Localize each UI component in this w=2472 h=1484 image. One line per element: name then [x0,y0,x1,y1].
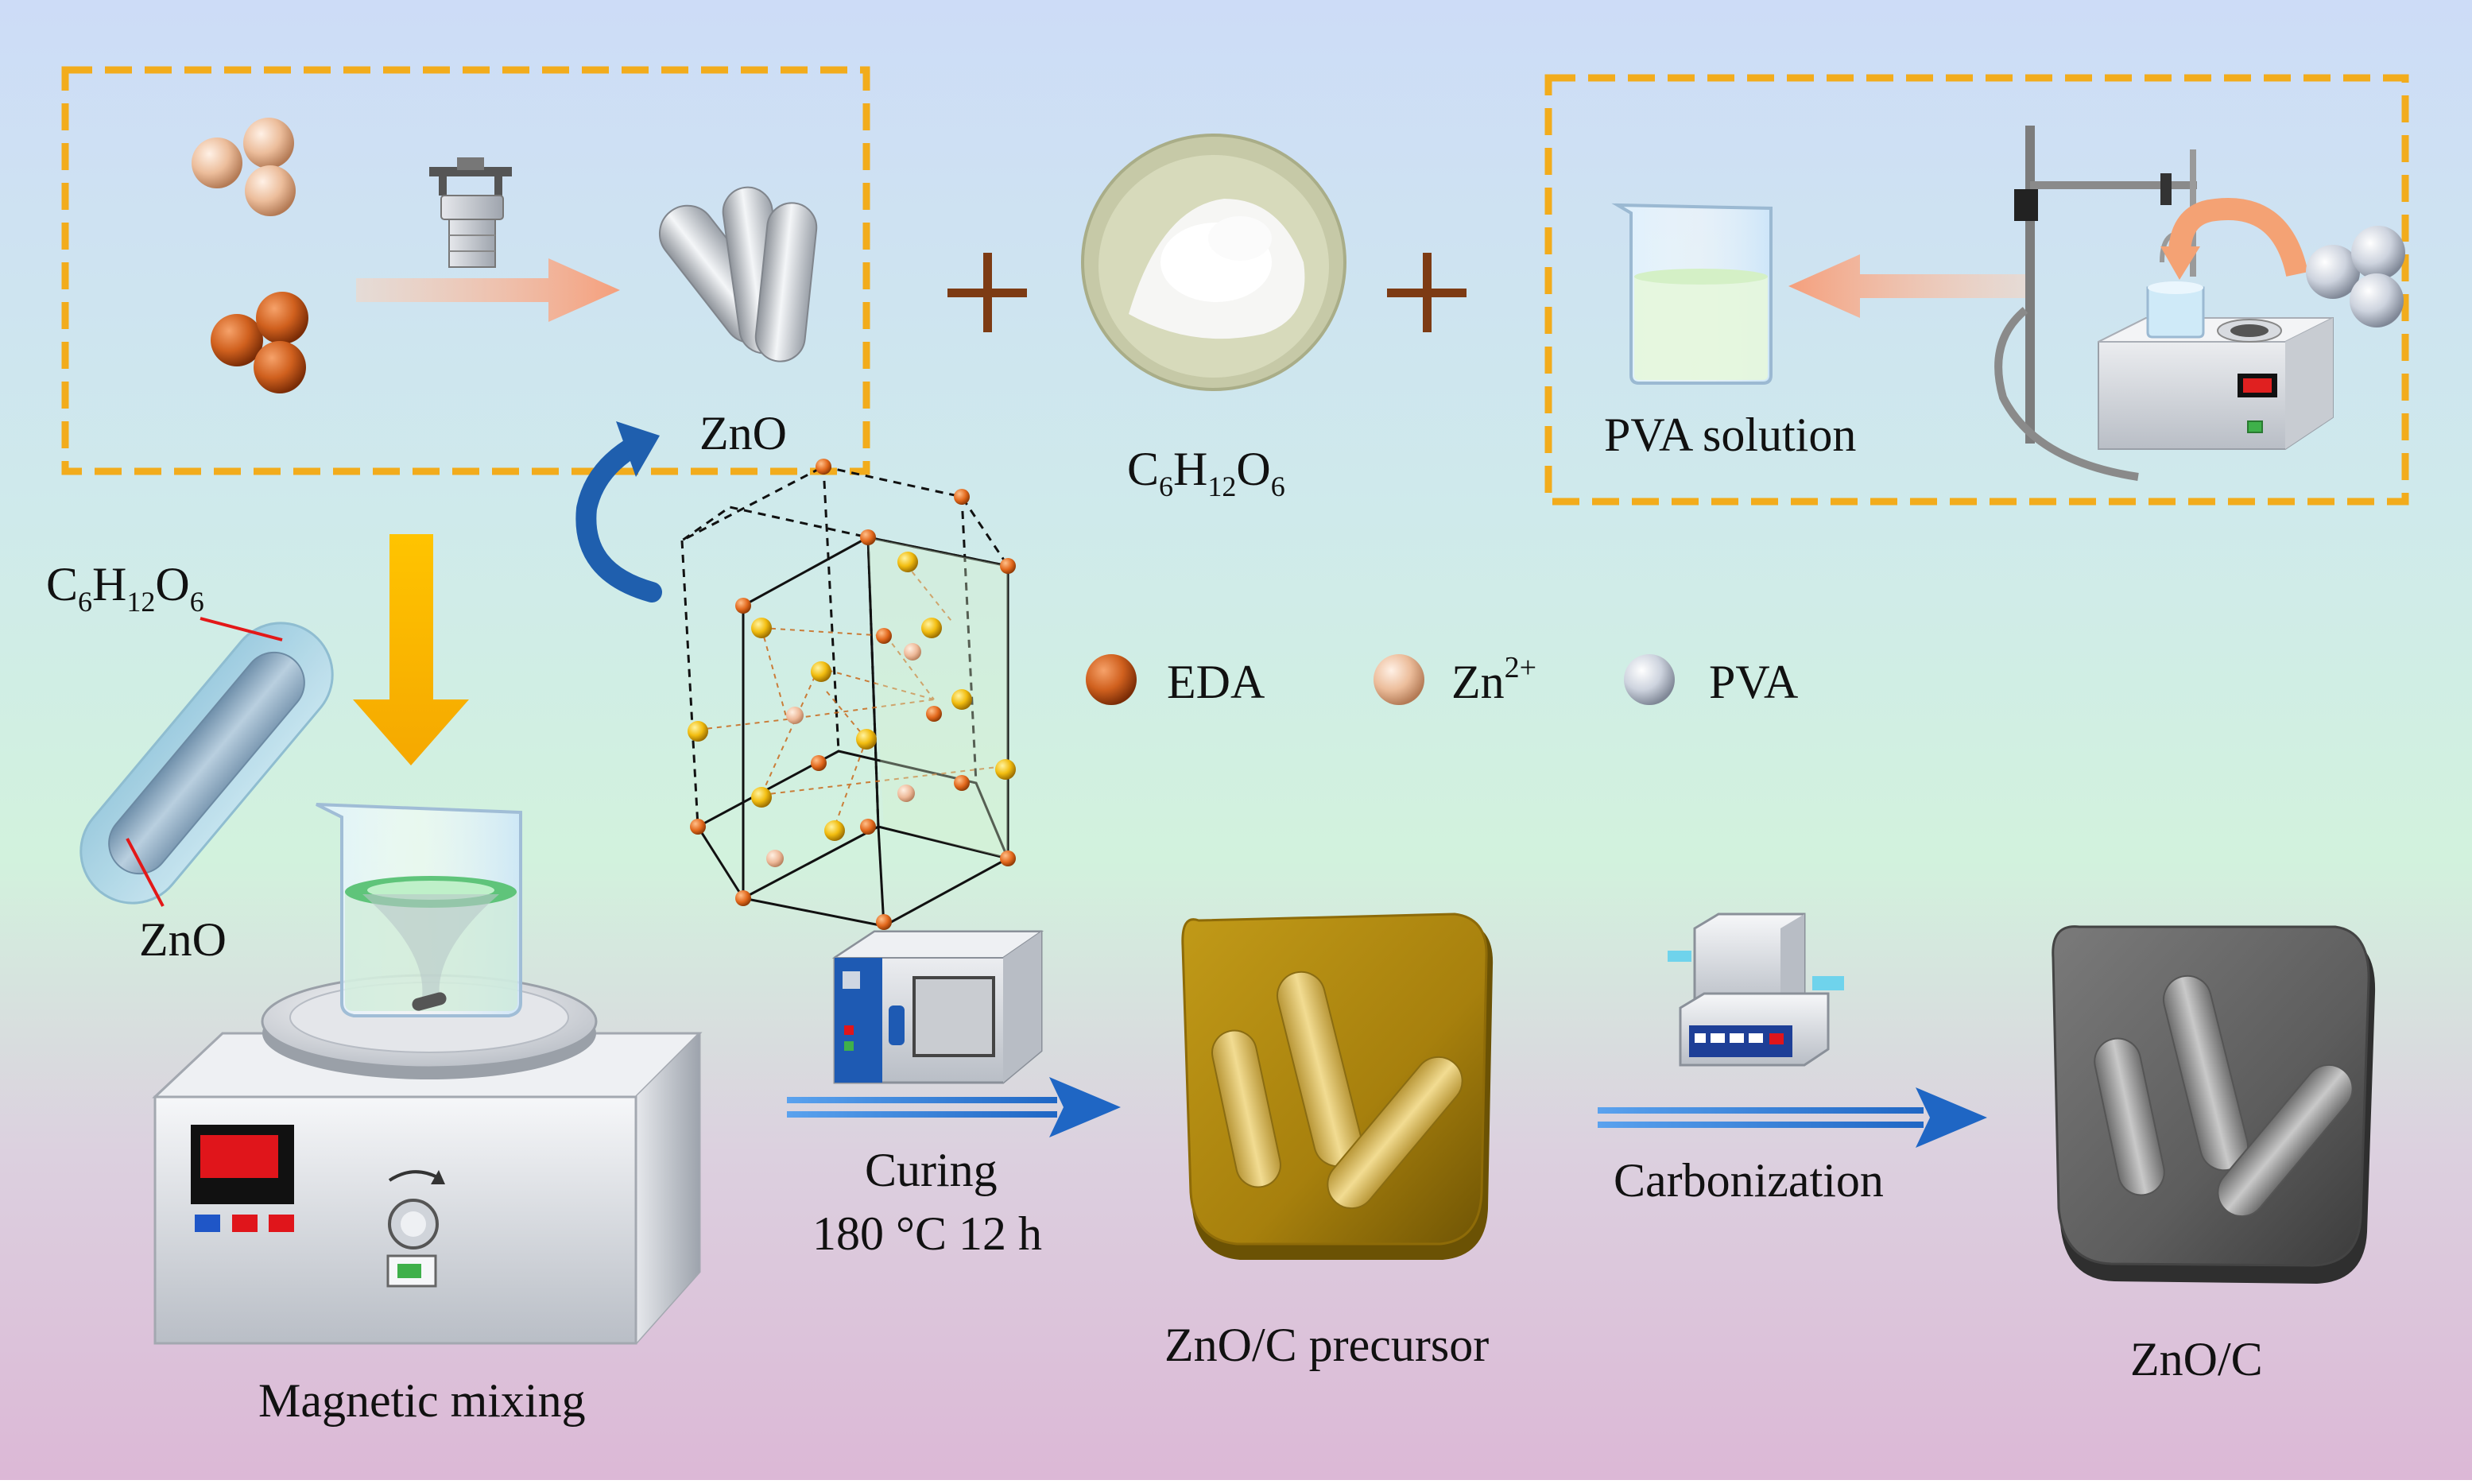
pva-solution-label: PVA solution [1604,409,1856,461]
plus-icon [947,253,1027,332]
legend-pva-swatch [1624,654,1675,705]
glucose-powder-dish [1081,134,1346,391]
legend: EDA Zn2+ PVA [1086,651,1798,708]
carbonization-arrow [1598,1087,1987,1148]
plus-icon [1387,253,1467,332]
zn-ion-cluster [192,118,296,216]
carbonization-label: Carbonization [1614,1154,1884,1207]
magnetic-stirrer-icon [152,803,703,1345]
autoclave-icon [429,157,512,268]
zno-label: ZnO [699,407,787,459]
precursor-block [1181,912,1494,1260]
hotplate-stirrer-apparatus [1994,126,2334,481]
rod-core-label: ZnO [139,913,227,966]
final-product-label: ZnO/C [2130,1333,2263,1385]
curing-conditions: 180 °C 12 h [812,1207,1042,1260]
curing-arrow [787,1077,1121,1137]
pva-arrow [1788,254,2031,318]
zno-synthesis-box [61,66,870,475]
tube-furnace-icon [1668,912,1844,1067]
zno-rods-icon [658,186,818,362]
legend-zn-swatch [1374,654,1424,705]
coated-rod-diagram [79,617,334,907]
legend-pva-label: PVA [1709,656,1798,708]
legend-zn-label: Zn2+ [1451,651,1536,708]
pva-beaker-icon [1611,203,1773,385]
precursor-label: ZnO/C precursor [1164,1319,1489,1371]
pva-cluster [2306,226,2405,327]
eda-cluster [211,292,308,393]
final-product-block [2052,925,2376,1284]
magnetic-mixing-label: Magnetic mixing [258,1374,586,1427]
glucose-formula: C6H12O6 [1127,443,1285,502]
curing-oven-icon [831,930,1044,1084]
pva-solution-box [1544,74,2409,506]
crystal-lattice [680,459,1016,930]
legend-eda-swatch [1086,654,1137,705]
legend-eda-label: EDA [1167,656,1265,708]
coating-formula: C6H12O6 [46,558,204,618]
synthesis-arrow [356,258,620,322]
curved-arrow-icon [575,421,662,603]
curing-label: Curing [865,1144,998,1196]
down-arrow [353,534,469,765]
